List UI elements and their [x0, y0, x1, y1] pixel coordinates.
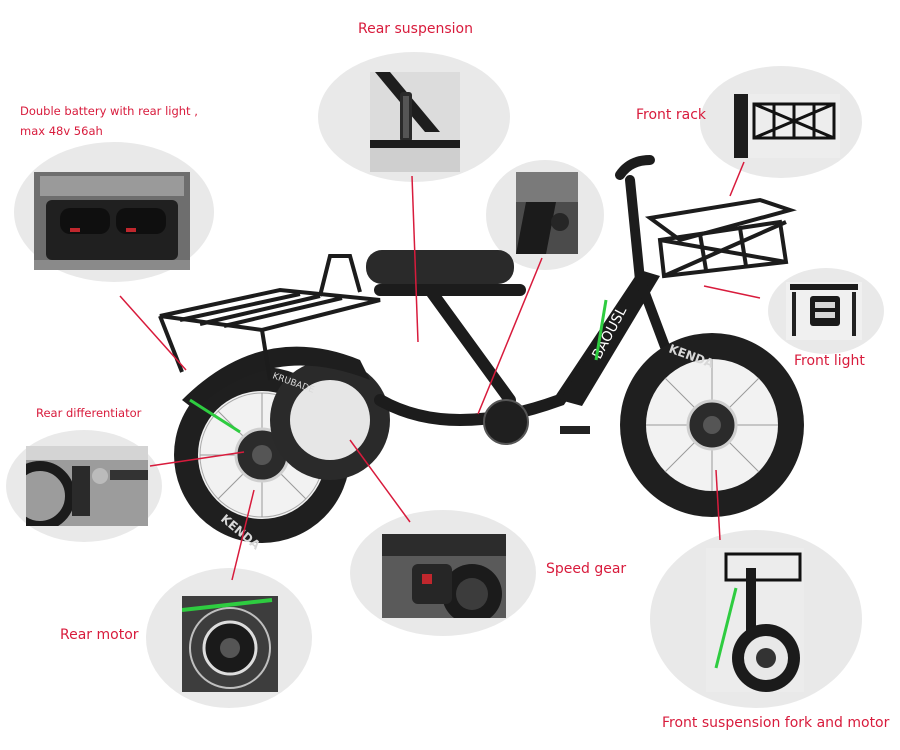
label-double-battery-line1: Double battery with rear light , [20, 104, 198, 118]
photo-front-light [786, 282, 862, 340]
photo-speed-gear [382, 534, 506, 618]
photo-front-suspension [706, 548, 804, 692]
label-rear-motor: Rear motor [60, 627, 139, 643]
label-double-battery-line2: max 48v 56ah [20, 124, 103, 138]
photo-rear-suspension [370, 72, 460, 172]
photo-front-rack [734, 94, 840, 158]
label-front-light: Front light [794, 353, 865, 369]
leader-lines [119, 161, 761, 581]
front-wheel [620, 333, 804, 517]
label-front-suspension: Front suspension fork and motor [662, 715, 890, 731]
label-rear-differentiator: Rear differentiator [36, 406, 142, 420]
photo-rear-differentiator [26, 446, 148, 526]
label-speed-gear: Speed gear [546, 561, 627, 577]
photo-seat-detail [516, 172, 578, 254]
label-rear-suspension: Rear suspension [358, 21, 473, 37]
photo-double-battery [34, 172, 190, 270]
label-front-rack: Front rack [636, 107, 706, 123]
photo-rear-motor [182, 596, 278, 692]
